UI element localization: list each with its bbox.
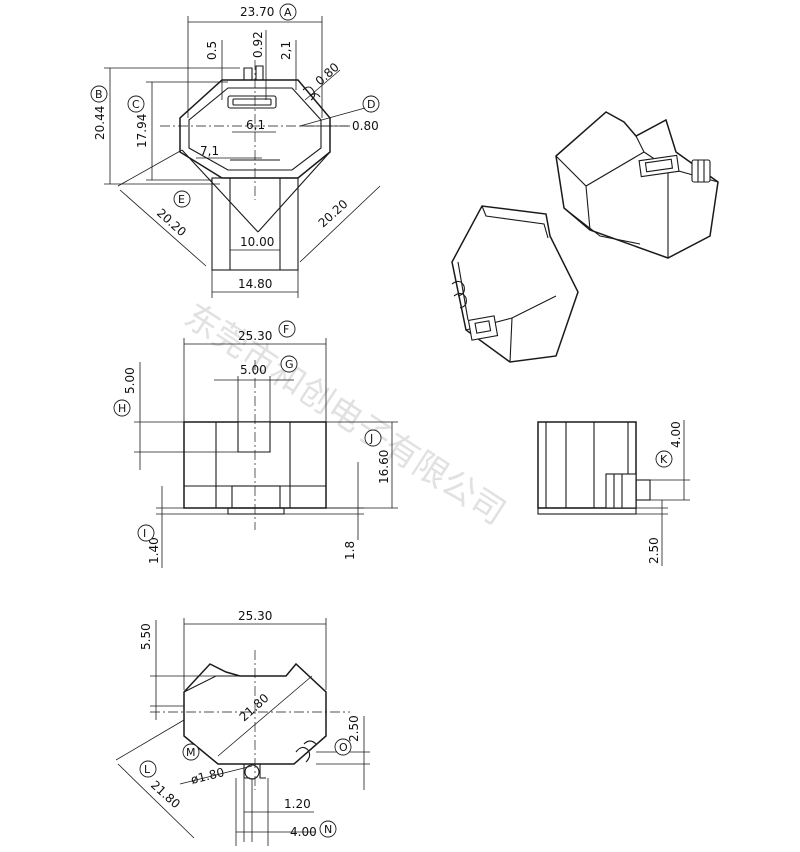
- callout-H: H: [118, 402, 126, 415]
- dim-front-width: 25.30: [238, 329, 272, 343]
- callout-G: G: [285, 358, 294, 371]
- callout-C: C: [132, 98, 140, 111]
- dim-pin-250: 2.50: [347, 715, 361, 742]
- dim-hole-dia: ø1.80: [189, 765, 225, 787]
- dim-base-140: 1.40: [147, 537, 161, 564]
- callout-L: L: [144, 763, 151, 776]
- dim-diag-inner: 21.80: [237, 691, 272, 724]
- callout-K: K: [660, 453, 668, 466]
- dim-pin-gap: 1.20: [284, 797, 311, 811]
- dim-chamfer-080: 0.80: [313, 60, 342, 88]
- isometric-view-right: [555, 111, 719, 259]
- watermark: 东莞市和创电子有限公司: [177, 296, 512, 533]
- callout-B: B: [95, 88, 103, 101]
- top-view-inner: [188, 87, 322, 171]
- side-view: 4.00 K 2.50: [537, 420, 690, 566]
- dim-slot-21: 2,1: [279, 41, 293, 60]
- dim-height-1794: 17.94: [135, 114, 149, 148]
- callout-O: O: [339, 741, 348, 754]
- dim-offset-71: 7,1: [200, 144, 219, 158]
- dim-slot-width: 5.00: [240, 363, 267, 377]
- dim-diag-left: 20.20: [154, 206, 189, 239]
- isometric-view-left: [451, 205, 579, 363]
- dim-slot-092: 0.92: [251, 31, 265, 58]
- callout-N: N: [324, 823, 332, 836]
- dim-slot-depth: 5.00: [123, 367, 137, 394]
- dim-slot-05: 0.5: [205, 41, 219, 60]
- dim-front-height: 16.60: [377, 450, 391, 484]
- callout-F: F: [283, 323, 289, 336]
- front-view: 25.30 F 5.00 G 5.00 H 16.60 J 1.40 I: [113, 320, 398, 568]
- dim-height-2044: 20.44: [93, 106, 107, 140]
- callout-I: I: [143, 527, 146, 540]
- dim-base-18: 1.8: [343, 541, 357, 560]
- callout-M: M: [186, 746, 196, 759]
- dim-pin-span: 4.00: [290, 825, 317, 839]
- dim-width-total: 23.70: [240, 5, 274, 19]
- callout-D: D: [367, 98, 375, 111]
- dim-inner-61: 6,1: [246, 118, 265, 132]
- dim-pin-base: 2.50: [647, 537, 661, 564]
- bottom-view: 25.30 5.50 21.80 2.50 O ø1.80 M 21.80 L …: [115, 609, 370, 846]
- dim-bottom-width: 25.30: [238, 609, 272, 623]
- dim-diag-outer: 21.80: [148, 778, 183, 811]
- dim-inner-width: 10.00: [240, 235, 274, 249]
- callout-A: A: [284, 6, 292, 19]
- top-view: 23.70 A 0.5 0.92 2,1 0.80 20.44 B 17.94 …: [90, 3, 381, 298]
- dim-outer-width: 14.80: [238, 277, 272, 291]
- callout-J: J: [369, 432, 373, 445]
- dim-offset-550: 5.50: [139, 623, 153, 650]
- bottom-view-outline: [183, 662, 327, 765]
- callout-E: E: [178, 193, 185, 206]
- dim-diag-right: 20.20: [316, 197, 351, 230]
- dim-pin-height: 4.00: [669, 421, 683, 448]
- dim-side-080: 0.80: [352, 119, 379, 133]
